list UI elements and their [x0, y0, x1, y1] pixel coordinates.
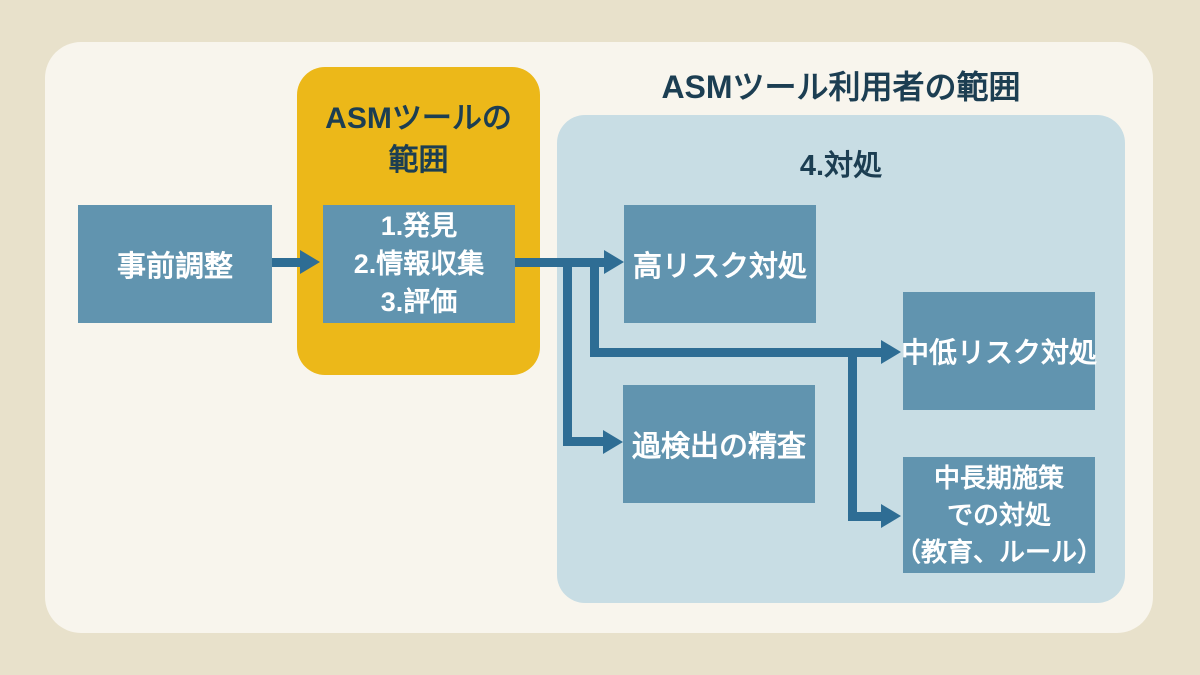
arrow-over-detection-head: [603, 430, 623, 454]
arrow-over-detection-vertical-segment: [563, 258, 572, 446]
over-detection-label: 過検出の精査: [631, 431, 806, 463]
asm-scope-title-line1: ASMツールの: [325, 102, 512, 135]
long-term-line1: 中長期施策: [933, 462, 1064, 493]
arrow-pre-to-asm-head: [300, 250, 320, 274]
arrow-long-term-horizontal-segment: [848, 512, 881, 521]
pre-adjustment-label: 事前調整: [116, 251, 233, 283]
mid-low-risk-box: 中低リスク対処: [901, 292, 1098, 410]
arrow-mid-low-head: [881, 340, 901, 364]
long-term-line2: での対処: [946, 499, 1051, 530]
high-risk-label: 高リスク対処: [632, 251, 807, 283]
arrow-asm-to-high-risk-segment: [515, 258, 604, 267]
high-risk-box: 高リスク対処: [624, 205, 816, 323]
asm-scope-title: ASMツールの 範囲: [297, 98, 540, 182]
arrow-asm-to-high-risk-head: [604, 250, 624, 274]
asm-step-1: 1.発見: [380, 211, 458, 241]
asm-scope-title-line2: 範囲: [388, 144, 449, 177]
arrow-long-term-vertical-segment: [848, 348, 857, 521]
arrow-long-term-head: [881, 504, 901, 528]
pre-adjustment-box: 事前調整: [78, 205, 272, 323]
asm-steps-box: 1.発見 2.情報収集 3.評価: [323, 205, 515, 323]
long-term-line3: （教育、ルール）: [895, 536, 1104, 567]
long-term-box: 中長期施策 での対処 （教育、ルール）: [895, 457, 1103, 573]
asm-step-3: 3.評価: [380, 287, 458, 317]
arrow-pre-to-asm-segment: [272, 258, 300, 267]
asm-step-2: 2.情報収集: [353, 249, 485, 279]
user-scope-title: ASMツール利用者の範囲: [661, 69, 1021, 105]
phase-label: 4.対処: [799, 150, 883, 182]
arrow-mid-low-horizontal-segment: [590, 348, 881, 357]
mid-low-risk-label: 中低リスク対処: [901, 337, 1098, 368]
over-detection-box: 過検出の精査: [623, 385, 815, 503]
arrow-mid-low-vertical-segment: [590, 258, 599, 357]
arrow-over-detection-horizontal-segment: [563, 437, 603, 446]
